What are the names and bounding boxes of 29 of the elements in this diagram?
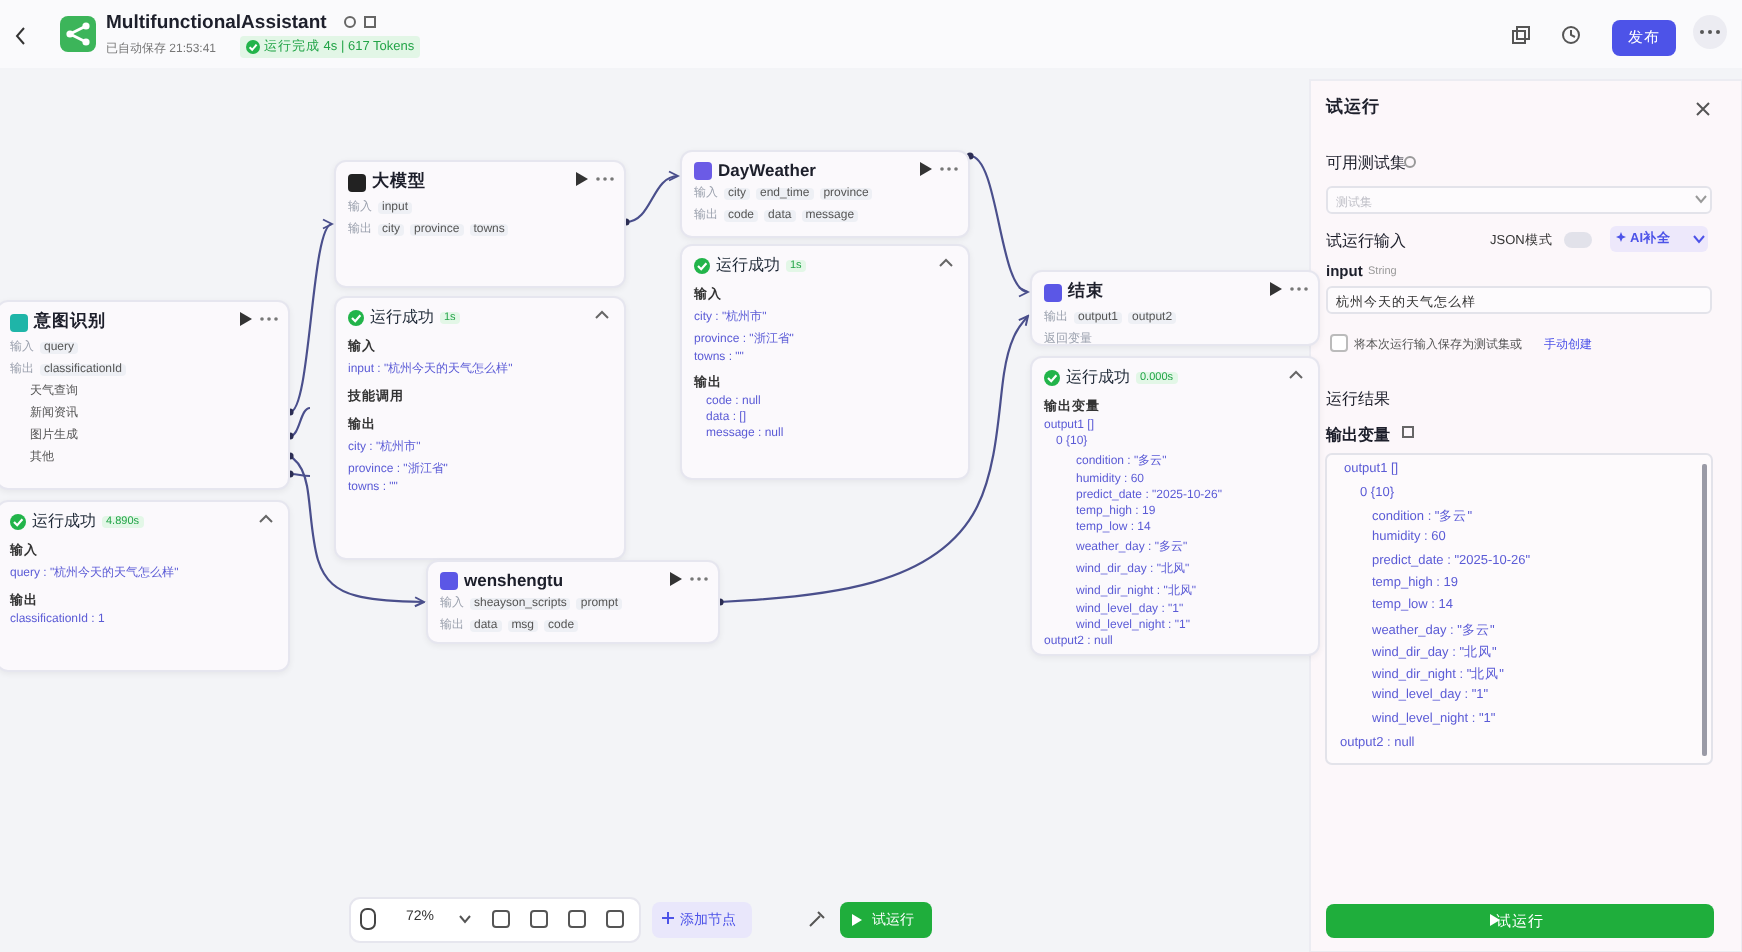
node-card: [334, 160, 626, 288]
node-title: wenshengtu: [464, 570, 564, 590]
panel-title: 试运行: [1326, 96, 1380, 120]
result-panel: [0, 500, 290, 672]
result-panel: [680, 244, 970, 480]
section-title: 输出变量: [1326, 424, 1390, 446]
node-card: [1030, 270, 1320, 346]
result-panel: [334, 296, 626, 560]
connector-arrow: [625, 171, 679, 224]
node-card: [426, 560, 720, 644]
connector-arrow: [289, 223, 333, 413]
result-panel: [1030, 356, 1320, 656]
connector-arrow: [289, 455, 425, 608]
run-status: 运行成功: [32, 510, 96, 532]
connector-arrow: [969, 154, 1029, 294]
section-title: 试运行输入: [1326, 230, 1406, 252]
node-card: [0, 300, 290, 490]
connector-arrow: [719, 315, 1029, 604]
node-title: DayWeather: [718, 160, 816, 180]
section-title: 可用测试集: [1326, 152, 1406, 174]
run-status: 运行成功: [370, 306, 434, 328]
run-status: 运行成功: [1066, 366, 1130, 388]
run-status: 运行成功: [716, 254, 780, 276]
node-title: 意图识别: [34, 310, 106, 334]
app-title: MultifunctionalAssistant: [106, 12, 327, 34]
section-title: 运行结果: [1326, 388, 1390, 410]
node-title: 大模型: [372, 170, 426, 194]
node-title: 结束: [1068, 280, 1104, 304]
node-card: [680, 150, 970, 238]
